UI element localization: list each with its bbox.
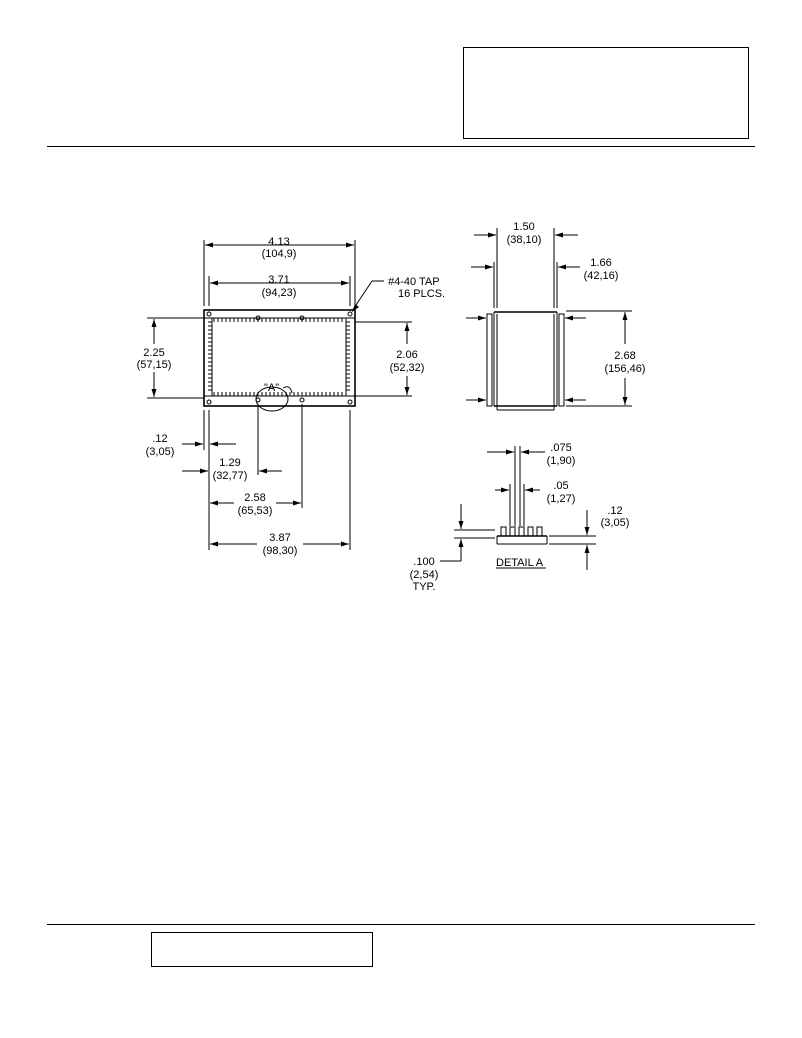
dim-edge-offset-mm: (3,05) — [146, 446, 175, 458]
dim-inner-width-mm: (38,10) — [507, 234, 542, 246]
tap-hole — [347, 311, 353, 317]
tap-hole — [347, 399, 353, 405]
tap-hole — [206, 311, 212, 317]
dim-inner-width-in: 1.50 — [513, 221, 534, 233]
dim-129-mm: (32,77) — [213, 470, 248, 482]
dim-mount-height-mm: (52,32) — [390, 362, 425, 374]
detail-a-callout: "A" — [264, 382, 279, 394]
dim-fin-width-in: .05 — [553, 480, 568, 492]
tap-note-line1: #4-40 TAP — [388, 276, 440, 288]
dim-fin-height-in: .12 — [607, 505, 622, 517]
side-flange-left — [486, 313, 493, 407]
title-block-box — [463, 47, 749, 139]
footer-rule — [47, 924, 755, 925]
dim-fin-width-mm: (1,27) — [547, 493, 576, 505]
tap-hole — [206, 399, 212, 405]
side-view: 1.50 (38,10) 1.66 (42,16) 2.68 (156,46) — [466, 221, 646, 411]
dim-fin-height-mm: (3,05) — [601, 517, 630, 529]
dim-base-mm: (2,54) — [410, 569, 439, 581]
dim-overall-width-mm: (104,9) — [262, 248, 297, 260]
dim-overall-height-in: 2.25 — [143, 347, 164, 359]
dim-258-in: 2.58 — [244, 492, 265, 504]
dim-overall-height-mm: (57,15) — [137, 359, 172, 371]
dim-side-height-mm: (156,46) — [605, 363, 646, 375]
front-view: "A" 4.13 (104,9) 3.71 (94,23) #4-40 TAP … — [137, 236, 445, 557]
tap-hole — [299, 315, 305, 321]
heatsink-fins — [208, 318, 350, 396]
tap-note-line2: 16 PLCS. — [398, 288, 445, 300]
detail-a-circle — [255, 386, 289, 412]
dim-outer-width-in: 1.66 — [590, 257, 611, 269]
header-rule — [47, 146, 755, 147]
dim-258-mm: (65,53) — [238, 505, 273, 517]
dim-fin-pitch-in: .075 — [550, 442, 571, 454]
tap-hole — [299, 397, 305, 403]
dim-side-height-in: 2.68 — [614, 350, 635, 362]
dim-mount-height-in: 2.06 — [396, 349, 417, 361]
dim-387-mm: (98,30) — [263, 545, 298, 557]
dim-mount-width-in: 3.71 — [268, 274, 289, 286]
side-flange-right — [558, 313, 565, 407]
footer-box — [151, 932, 373, 967]
tap-hole — [255, 315, 261, 321]
dim-fin-pitch-mm: (1,90) — [547, 455, 576, 467]
detail-fin-profile — [500, 526, 543, 536]
dim-base-in: .100 — [413, 556, 434, 568]
detail-a-label: DETAIL A — [496, 557, 544, 569]
heatsink-body-outline — [203, 309, 356, 407]
dim-129-in: 1.29 — [219, 457, 240, 469]
detail-a: .075 (1,90) .05 (1,27) .12 (3,05) .100 (… — [410, 442, 630, 593]
dim-mount-width-mm: (94,23) — [262, 287, 297, 299]
dim-387-in: 3.87 — [269, 532, 290, 544]
dim-edge-offset-in: .12 — [152, 433, 167, 445]
dim-overall-width-in: 4.13 — [268, 236, 289, 248]
dim-outer-width-mm: (42,16) — [584, 270, 619, 282]
dim-base-note: TYP. — [412, 581, 435, 593]
